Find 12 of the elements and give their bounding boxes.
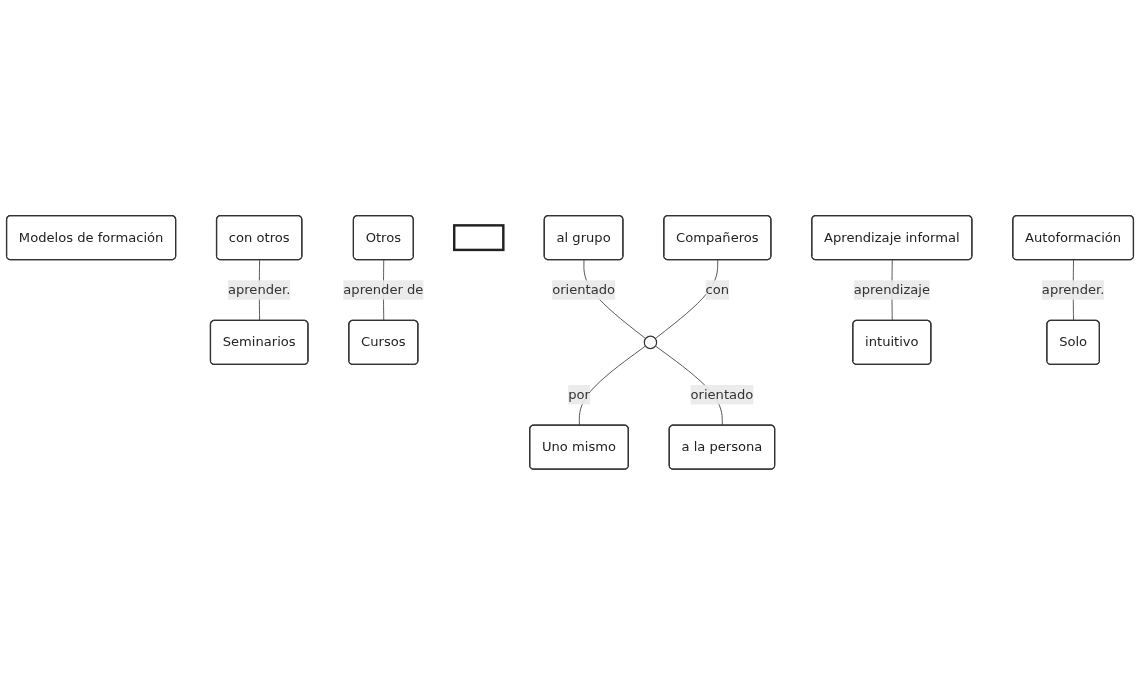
edge-label: aprender. — [227, 281, 291, 298]
connector — [578, 345, 646, 426]
edge-label: aprender de — [343, 281, 424, 298]
edge-label: orientado — [552, 281, 615, 298]
edge-label: aprendizaje — [853, 281, 930, 298]
edge-label: por — [568, 386, 590, 403]
edge-label: aprender. — [1041, 281, 1105, 298]
node-circle — [643, 335, 658, 350]
node-box — [453, 224, 505, 252]
connector — [654, 259, 719, 340]
edge-label: con — [705, 281, 730, 298]
edge-label: orientado — [690, 386, 754, 403]
